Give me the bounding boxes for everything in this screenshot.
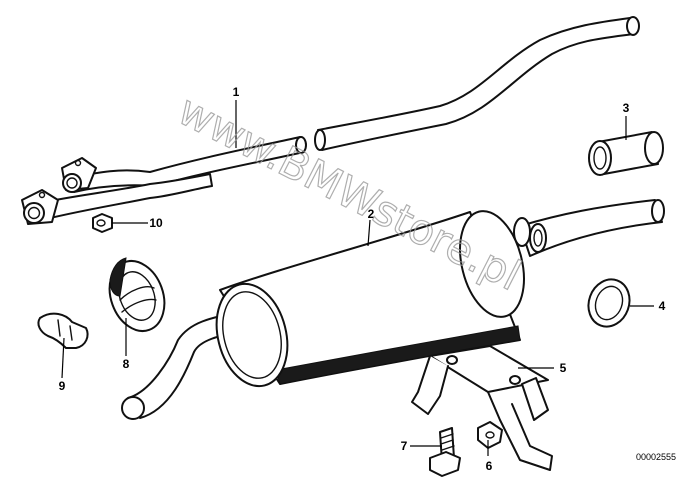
bolt: [429, 427, 461, 477]
callout-1: 1: [233, 85, 240, 99]
callout-5: 5: [560, 361, 567, 375]
rear-silencer: [121, 199, 665, 420]
callout-4: 4: [659, 299, 666, 313]
callout-7: 7: [401, 439, 408, 453]
front-exhaust-pipe: [21, 16, 640, 225]
nut: [92, 213, 113, 233]
callout-8: 8: [123, 357, 130, 371]
callout-2: 2: [368, 207, 375, 221]
pipe-sleeve: [588, 131, 664, 176]
diagram-reference-code: 00002555: [636, 452, 676, 462]
callout-6: 6: [486, 459, 493, 473]
leader-lines: [61, 100, 654, 456]
callout-10: 10: [149, 216, 163, 230]
clamp-nut: [477, 421, 503, 449]
callout-3: 3: [623, 101, 630, 115]
rubber-mount: [108, 257, 166, 332]
gasket-ring: [587, 278, 631, 328]
clip: [37, 312, 89, 349]
mounting-bracket: [411, 345, 553, 471]
callout-9: 9: [59, 379, 66, 393]
